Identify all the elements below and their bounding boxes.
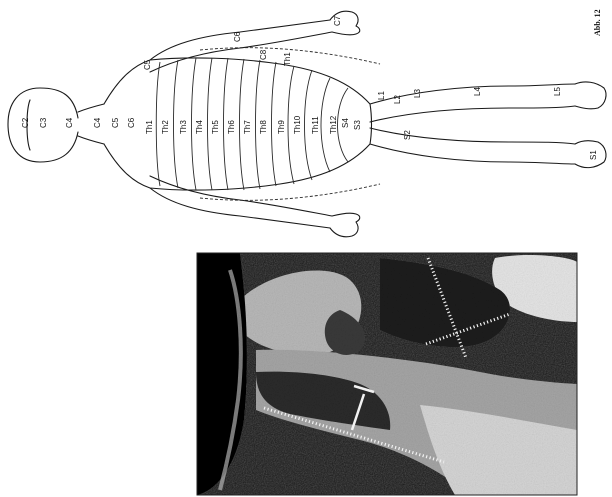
scan-frame (197, 253, 577, 495)
